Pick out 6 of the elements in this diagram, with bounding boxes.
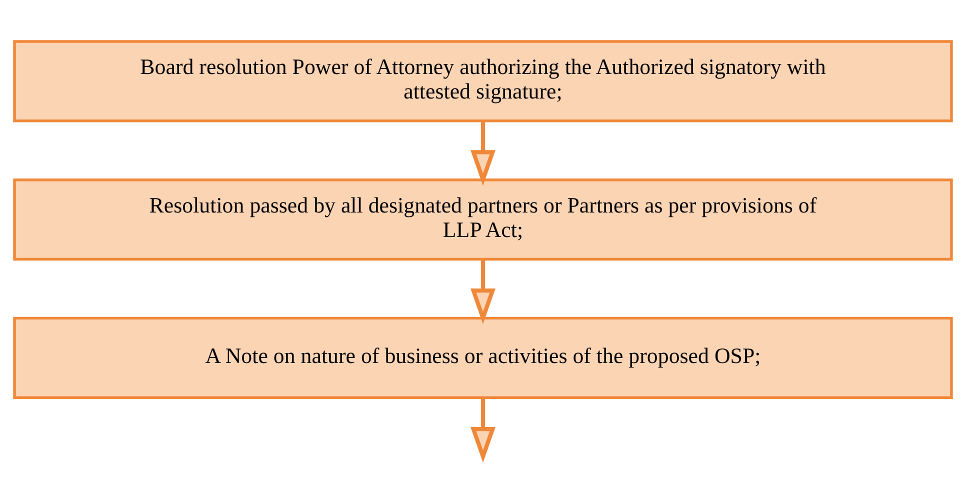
node-box: A Note on nature of business or activities of the proposed OSP; xyxy=(13,316,953,399)
node-box: Board resolution Power of Attorney authorizing the Authorized signatory with attested signature; xyxy=(13,40,953,122)
node-box: Resolution passed by all designated partners or Partners as per provisions of LLP Act; xyxy=(13,178,953,261)
arrow xyxy=(470,121,496,186)
arrow xyxy=(470,398,496,463)
arrow xyxy=(470,259,496,324)
